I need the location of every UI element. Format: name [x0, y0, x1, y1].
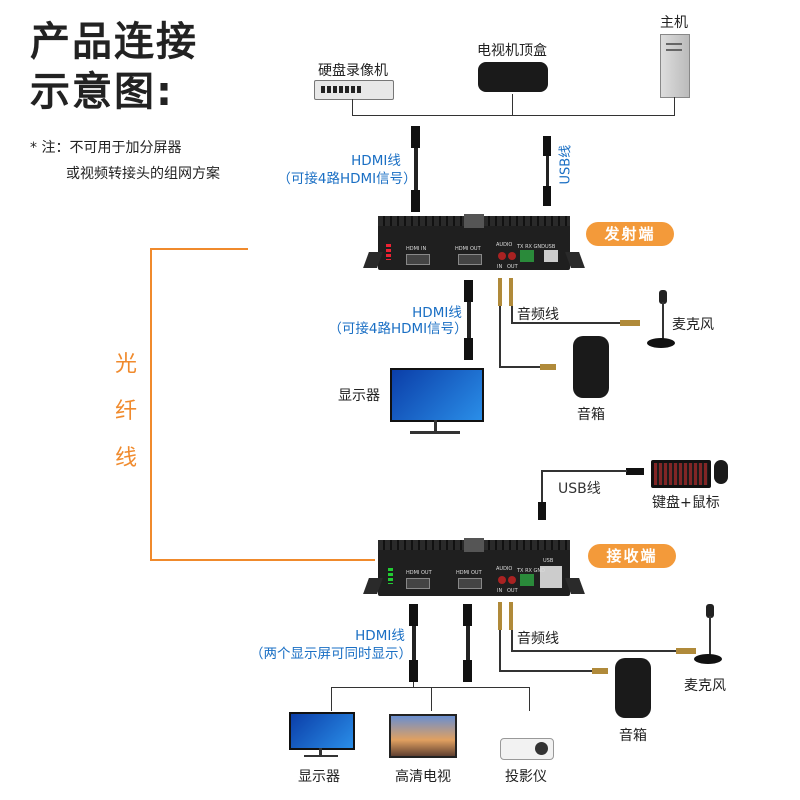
rx-audio-cable-label: 音频线	[517, 631, 559, 647]
hdmi-connector-icon	[411, 126, 420, 148]
page-title-line2: 示意图:	[30, 69, 174, 115]
note-line1: * 注：不可用于加分屏器	[30, 140, 182, 156]
hdmi-connector-icon	[464, 338, 473, 360]
hdmi-connector-icon	[409, 604, 418, 626]
keyboard-icon	[651, 460, 711, 488]
tx-speaker-label: 音箱	[577, 407, 605, 423]
tx-mic-label: 麦克风	[672, 317, 714, 333]
rx-port-in: IN	[497, 588, 503, 594]
tx-port-usb: USB	[545, 244, 556, 250]
pc-tower-icon	[660, 34, 690, 98]
tx-hdmi-label-line2: （可接4路HDMI信号）	[328, 321, 468, 337]
microphone-icon	[645, 290, 677, 352]
audio-jack-icon	[498, 602, 502, 630]
rx-usb-cable-label: USB线	[558, 481, 601, 497]
keyboard-mouse-label: 键盘+鼠标	[652, 495, 720, 511]
fiber-char-1: 光	[115, 352, 138, 377]
rx-hdmi-label-line2: （两个显示屏可同时显示）	[250, 646, 412, 662]
output-monitor-label: 显示器	[298, 769, 340, 785]
note-line2: 或视频转接头的组网方案	[66, 166, 220, 182]
tx-monitor-label: 显示器	[338, 388, 380, 404]
transmitter-label: 发射端	[586, 222, 674, 246]
rx-port-hdmi-out1: HDMI OUT	[406, 570, 432, 576]
rx-port-txrx: TX RX GND	[517, 568, 546, 574]
nvr-device-icon	[314, 80, 394, 100]
projector-icon	[500, 738, 554, 760]
tx-hdmi-label-line1: HDMI线	[412, 305, 462, 321]
tx-port-hdmi-out: HDMI OUT	[455, 246, 481, 252]
rx-port-usb: USB	[543, 558, 554, 564]
mouse-icon	[714, 460, 728, 484]
rx-port-out: OUT	[507, 588, 518, 594]
top-usb-label: USB线	[558, 144, 574, 185]
usb-connector-icon	[543, 136, 551, 156]
speaker-icon	[615, 658, 651, 718]
rx-hdmi-label-line1: HDMI线	[355, 628, 405, 644]
top-hdmi-label-line2: （可接4路HDMI信号）	[277, 171, 417, 187]
hdmi-connector-icon	[464, 280, 473, 302]
fiber-char-2: 纤	[115, 399, 138, 424]
hdmi-connector-icon	[409, 660, 418, 682]
output-projector-label: 投影仪	[505, 769, 547, 785]
page-title-line1: 产品连接	[30, 19, 198, 65]
receiver-label: 接收端	[588, 544, 676, 568]
audio-jack-icon	[509, 278, 513, 306]
nvr-label: 硬盘录像机	[318, 63, 388, 79]
tx-port-audio: AUDIO	[496, 242, 513, 248]
usb-connector-icon	[538, 502, 546, 520]
fiber-char-3: 线	[115, 446, 138, 471]
tx-audio-cable-label: 音频线	[517, 307, 559, 323]
monitor-icon	[289, 712, 355, 750]
rx-port-audio: AUDIO	[496, 566, 513, 572]
top-hdmi-cable-label: HDMI线	[266, 152, 486, 171]
hdtv-icon	[389, 714, 457, 758]
usb-connector-icon	[543, 186, 551, 206]
speaker-icon	[573, 336, 609, 398]
rx-mic-label: 麦克风	[684, 678, 726, 694]
pc-label: 主机	[660, 15, 688, 31]
audio-jack-icon	[498, 278, 502, 306]
tx-port-hdmi-in: HDMI IN	[406, 246, 427, 252]
hdmi-connector-icon	[463, 660, 472, 682]
tx-port-out: OUT	[507, 264, 518, 270]
transmitter-device	[378, 214, 570, 270]
stb-label: 电视机顶盒	[477, 43, 547, 59]
stb-device-icon	[478, 62, 548, 92]
audio-jack-icon	[509, 602, 513, 630]
rx-speaker-label: 音箱	[619, 728, 647, 744]
microphone-icon	[692, 604, 724, 668]
usb-connector-icon	[626, 468, 644, 475]
hdmi-connector-icon	[411, 190, 420, 212]
output-hdtv-label: 高清电视	[395, 769, 451, 785]
tx-port-in: IN	[497, 264, 503, 270]
tx-port-txrx: TX RX GND	[517, 244, 546, 250]
receiver-device	[378, 538, 570, 596]
hdmi-connector-icon	[463, 604, 472, 626]
top-hdmi-label-line1: HDMI线	[351, 153, 401, 169]
rx-port-hdmi-out2: HDMI OUT	[456, 570, 482, 576]
monitor-icon	[390, 368, 484, 422]
